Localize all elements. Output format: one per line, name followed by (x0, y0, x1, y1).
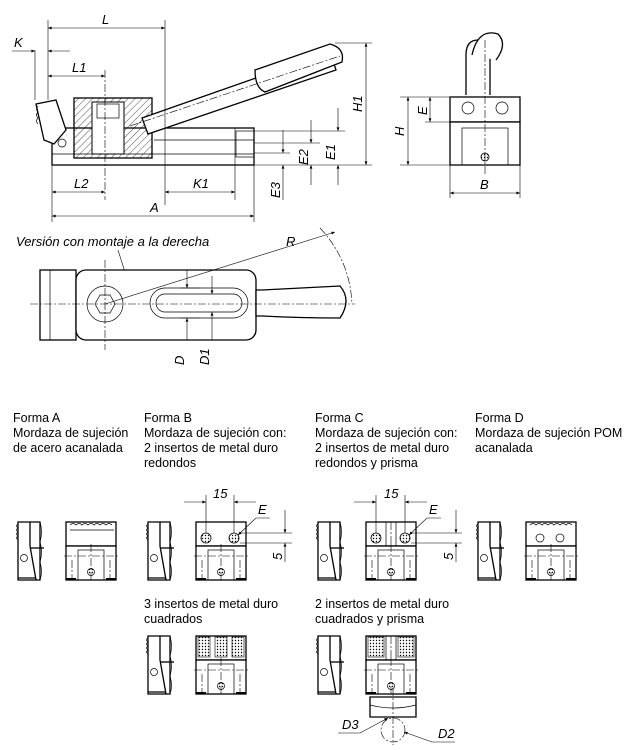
side-view: L K L1 L2 K1 A H1 E1 E2 E3 (12, 12, 372, 222)
variant-line: 2 insertos de metal duro (315, 597, 450, 611)
dim-L2: L2 (74, 176, 89, 191)
form-c-line: redondos y prisma (315, 456, 418, 470)
jaw-side (35, 99, 67, 145)
form-b-jaw: 15 E 5 (147, 486, 292, 582)
form-c-jaw: 15 E 5 (317, 486, 462, 582)
dim-E-c: E (429, 502, 438, 517)
dim-B: B (480, 177, 489, 192)
dim-K: K (14, 35, 24, 50)
variant-3-square-inserts (147, 636, 249, 696)
variant-2-caption: 2 insertos de metal duro cuadrados y pri… (315, 597, 449, 627)
variant-line: cuadrados (144, 612, 203, 626)
dim-D3: D3 (342, 717, 359, 732)
form-a-caption: Forma A Mordaza de sujeción de acero aca… (13, 411, 128, 456)
form-c-caption: Forma C Mordaza de sujeción con: 2 inser… (315, 411, 457, 471)
form-b-line: Mordaza de sujeción con: (144, 426, 287, 440)
dim-A: A (149, 200, 159, 215)
variant-3-caption: 3 insertos de metal duro cuadrados (144, 597, 278, 627)
form-a-title: Forma A (13, 411, 61, 425)
prism-detail: D3 D2 (338, 688, 455, 745)
variant-line: cuadrados y prisma (315, 612, 425, 626)
variant-2-square-prism (317, 636, 419, 696)
form-d-jaw (477, 522, 579, 582)
dim-E1: E1 (323, 144, 338, 160)
dim-D: D (172, 356, 187, 365)
dim-R: R (286, 234, 295, 249)
form-c-title: Forma C (315, 411, 364, 425)
dim-E-b: E (258, 502, 267, 517)
form-d-line: Mordaza de sujeción POM (475, 426, 623, 440)
variant-line: 3 insertos de metal duro (144, 597, 279, 611)
plan-view: Versión con montaje a la derecha R D D1 (16, 227, 355, 365)
form-d-title: Forma D (475, 411, 524, 425)
end-view: H E B (392, 32, 521, 198)
dim-L: L (102, 12, 109, 27)
plan-body (75, 269, 257, 341)
dim-E: E (415, 106, 430, 115)
form-b-line: 2 insertos de metal duro (144, 441, 279, 455)
dim-5-c: 5 (441, 552, 456, 560)
form-c-line: 2 insertos de metal duro (315, 441, 450, 455)
dim-D1: D1 (197, 348, 212, 365)
dim-E2: E2 (296, 148, 311, 165)
form-b-title: Forma B (144, 411, 192, 425)
form-d-line: acanalada (475, 441, 533, 455)
form-a-line: Mordaza de sujeción (13, 426, 129, 440)
form-a-jaw (17, 522, 119, 582)
plan-handle (255, 285, 347, 319)
dim-E3: E3 (268, 181, 283, 198)
dim-5-b: 5 (270, 552, 285, 560)
dim-K1: K1 (193, 176, 209, 191)
plan-view-caption: Versión con montaje a la derecha (16, 234, 209, 249)
dim-15-c: 15 (384, 486, 399, 501)
form-d-caption: Forma D Mordaza de sujeción POM acanalad… (475, 411, 622, 456)
dim-H1: H1 (350, 95, 365, 112)
dim-H: H (392, 126, 407, 136)
dim-D2: D2 (438, 726, 455, 741)
form-b-line: redondos (144, 456, 197, 470)
lever-grip (254, 43, 344, 93)
form-a-line: de acero acanalada (13, 441, 123, 455)
dim-L1: L1 (72, 60, 86, 75)
form-c-line: Mordaza de sujeción con: (315, 426, 458, 440)
form-b-caption: Forma B Mordaza de sujeción con: 2 inser… (144, 411, 286, 471)
dim-15-b: 15 (213, 486, 228, 501)
